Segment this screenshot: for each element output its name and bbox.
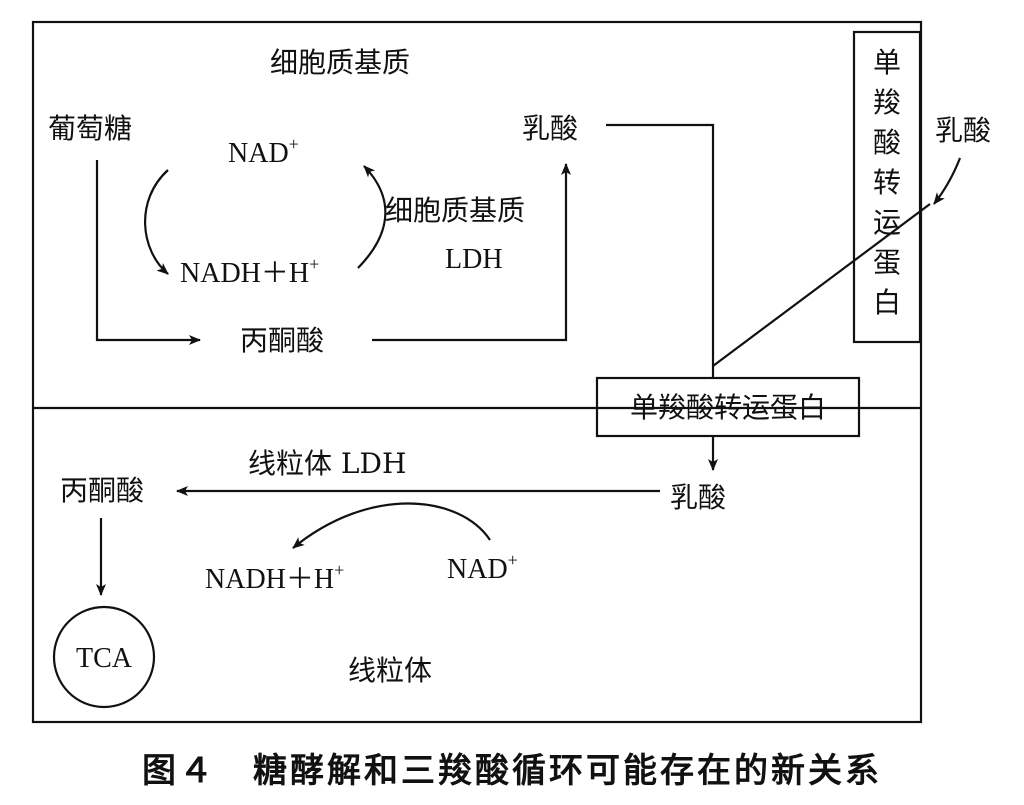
cyto-nadh-text: NADH＋H [180,258,309,289]
tca-label: TCA [76,643,133,674]
transporter-char-4: 转 [873,166,901,199]
mito-nad-to-nadh-arrow [292,502,491,549]
transporter-vertical-label: 单 羧 酸 转 运 蛋 白 [873,46,901,319]
glucose-to-pyruvate-arrow [95,160,201,345]
mito-nad-sup: + [508,550,518,570]
cyto-nad-text: NAD [228,138,289,169]
mito-enzyme-label: 线粒体 LDH [248,447,406,480]
transporter-char-7: 白 [873,286,901,319]
cyto-nad-label: NAD+ [228,134,299,169]
mito-lactate-label: 乳酸 [670,481,726,514]
transporter-vertical-box [852,30,922,344]
outer-frame [31,20,923,724]
transporter-char-5: 运 [873,206,901,239]
mito-nad-label: NAD+ [447,550,518,585]
cyto-lactate-label: 乳酸 [522,112,578,145]
transporter-char-1: 单 [873,46,901,79]
cyto-nadh-to-nad-arrow [357,165,387,269]
mito-nadh-label: NADH＋H+ [205,560,344,595]
mito-nad-text: NAD [447,554,508,585]
cyto-nadh-label: NADH＋H+ [180,254,319,289]
cytoplasm-region-label: 细胞质基质 [270,46,410,79]
glucose-label: 葡萄糖 [48,112,132,145]
mito-nadh-sup: + [334,560,344,580]
transporter-char-6: 蛋 [873,246,901,279]
cyto-nadh-sup: + [309,254,319,274]
cyto-enzyme-line1: 细胞质基质 [385,194,525,227]
pyruvate-to-lactate-arrow [372,163,571,342]
tca-circle [52,605,156,709]
lactate-to-transporter-line [606,123,715,378]
mito-nadh-text: NADH＋H [205,564,334,595]
transporter-horizontal-label: 单羧酸转运蛋白 [630,391,826,424]
transporter-horizontal-box [595,376,861,438]
outside-lactate-diagonal [712,203,931,367]
cyto-nad-to-nadh-arrow [144,169,169,275]
cyto-enzyme-line2: LDH [445,244,503,275]
outside-lactate-arrow [933,157,962,205]
outside-lactate-label: 乳酸 [935,114,991,147]
mito-region-label: 线粒体 [348,654,432,687]
figure-caption: 图４ 糖酵解和三羧酸循环可能存在的新关系 [142,751,882,791]
cyto-pyruvate-label: 丙酮酸 [240,324,324,357]
cyto-nad-sup: + [289,134,299,154]
transporter-char-2: 羧 [873,86,901,119]
mito-pyruvate-label: 丙酮酸 [60,474,144,507]
transporter-char-3: 酸 [873,126,901,159]
